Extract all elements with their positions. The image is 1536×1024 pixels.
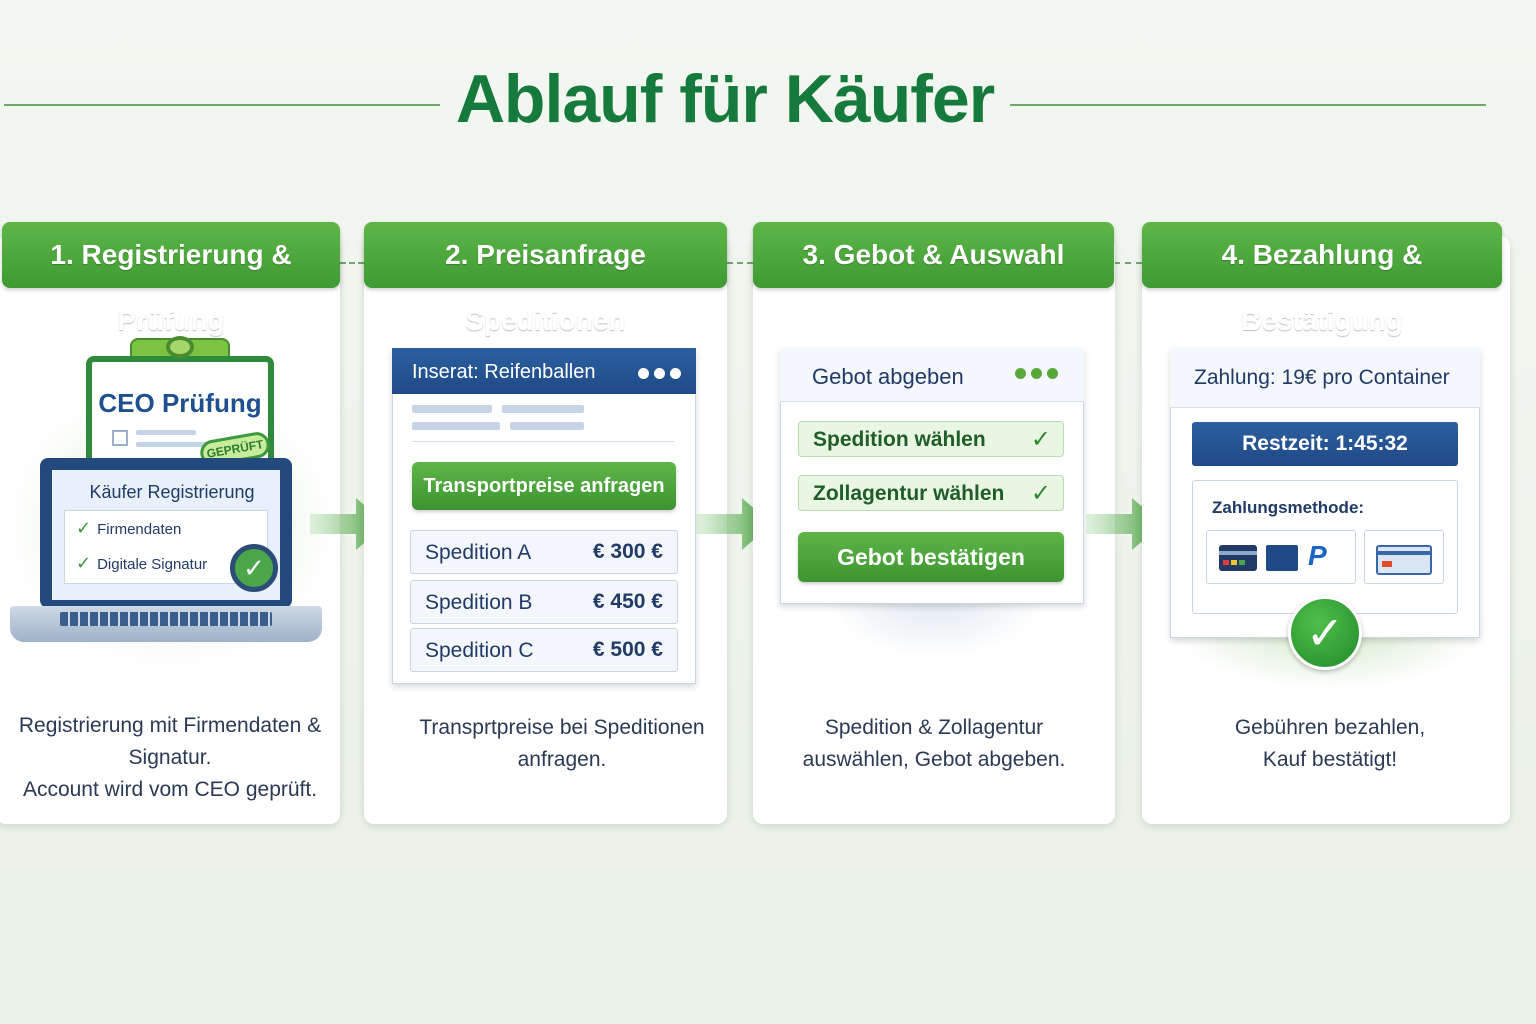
text-placeholder	[502, 405, 584, 413]
step-header-1: 1. Registrierung & Prüfung	[2, 222, 340, 336]
quote-row[interactable]: Spedition C € 500 €	[410, 628, 678, 672]
window-titlebar	[1170, 348, 1480, 408]
paypal-icon[interactable]: P	[1308, 540, 1327, 571]
quote-row[interactable]: Spedition A € 300 €	[410, 530, 678, 574]
check-icon: ✓	[76, 518, 92, 538]
request-prices-button[interactable]: Transportpreise anfragen	[412, 462, 676, 510]
credit-card-icon[interactable]	[1219, 545, 1257, 571]
connector-dash	[340, 262, 364, 264]
step-caption-3: Spedition & Zollagentur auswählen, Gebot…	[802, 716, 1066, 771]
verified-magnifier-icon: ✓	[230, 544, 278, 592]
text-placeholder	[412, 422, 500, 430]
payment-title: Zahlung: 19€ pro Container	[1194, 366, 1450, 389]
title-divider-left	[4, 104, 440, 106]
clipboard-title: CEO Prüfung	[98, 388, 262, 418]
registration-title: Käufer Registrierung	[89, 482, 255, 502]
bank-icon[interactable]	[1266, 545, 1298, 571]
countdown-timer: Restzeit: 1:45:32	[1192, 422, 1458, 466]
card-icon[interactable]	[1376, 545, 1432, 575]
step-header-4: 4. Bezahlung & Bestätigung	[1142, 222, 1502, 336]
keyboard	[60, 612, 272, 626]
title-row: Ablauf für Käufer	[0, 60, 1536, 150]
title-divider-right	[1010, 104, 1486, 106]
more-icon[interactable]	[638, 368, 686, 382]
checkbox-icon	[112, 430, 128, 446]
page-title: Ablauf für Käufer	[455, 61, 995, 137]
payment-method-label: Zahlungsmethode:	[1212, 498, 1365, 517]
success-check-icon: ✓	[1288, 596, 1362, 670]
check-icon: ✓	[1030, 480, 1051, 507]
listing-title: Inserat: Reifenballen	[412, 361, 596, 383]
check-icon: ✓	[76, 553, 92, 573]
step-header-2: 2. Preisanfrage Speditionen	[364, 222, 727, 336]
select-customs-agent-option[interactable]: Zollagentur wählen ✓	[798, 475, 1064, 511]
confirm-bid-button[interactable]: Gebot bestätigen	[798, 532, 1064, 582]
clipboard-lines	[136, 430, 226, 454]
connector-dash	[1114, 262, 1142, 264]
quote-row[interactable]: Spedition B € 450 €	[410, 580, 678, 624]
more-icon[interactable]	[1015, 368, 1063, 382]
step-header-3: 3. Gebot & Auswahl	[753, 222, 1114, 288]
check-icon: ✓	[1030, 426, 1051, 453]
connector-dash	[727, 262, 753, 264]
checklist-item: ✓Digitale Signatur	[76, 553, 208, 573]
bid-window-title: Gebot abgeben	[812, 364, 964, 389]
select-forwarder-option[interactable]: Spedition wählen ✓	[798, 421, 1064, 457]
text-placeholder	[510, 422, 584, 430]
step-caption-4: Gebühren bezahlen, Kauf bestätigt!	[1234, 716, 1426, 771]
checklist-item: ✓Firmendaten	[76, 518, 182, 538]
step-caption-1: Registrierung mit Firmendaten & Signatur…	[18, 714, 322, 801]
divider	[412, 441, 674, 442]
text-placeholder	[412, 405, 492, 413]
clip-ring	[166, 336, 194, 358]
step-caption-2: Transprtpreise bei Speditionen anfragen.	[419, 716, 705, 771]
